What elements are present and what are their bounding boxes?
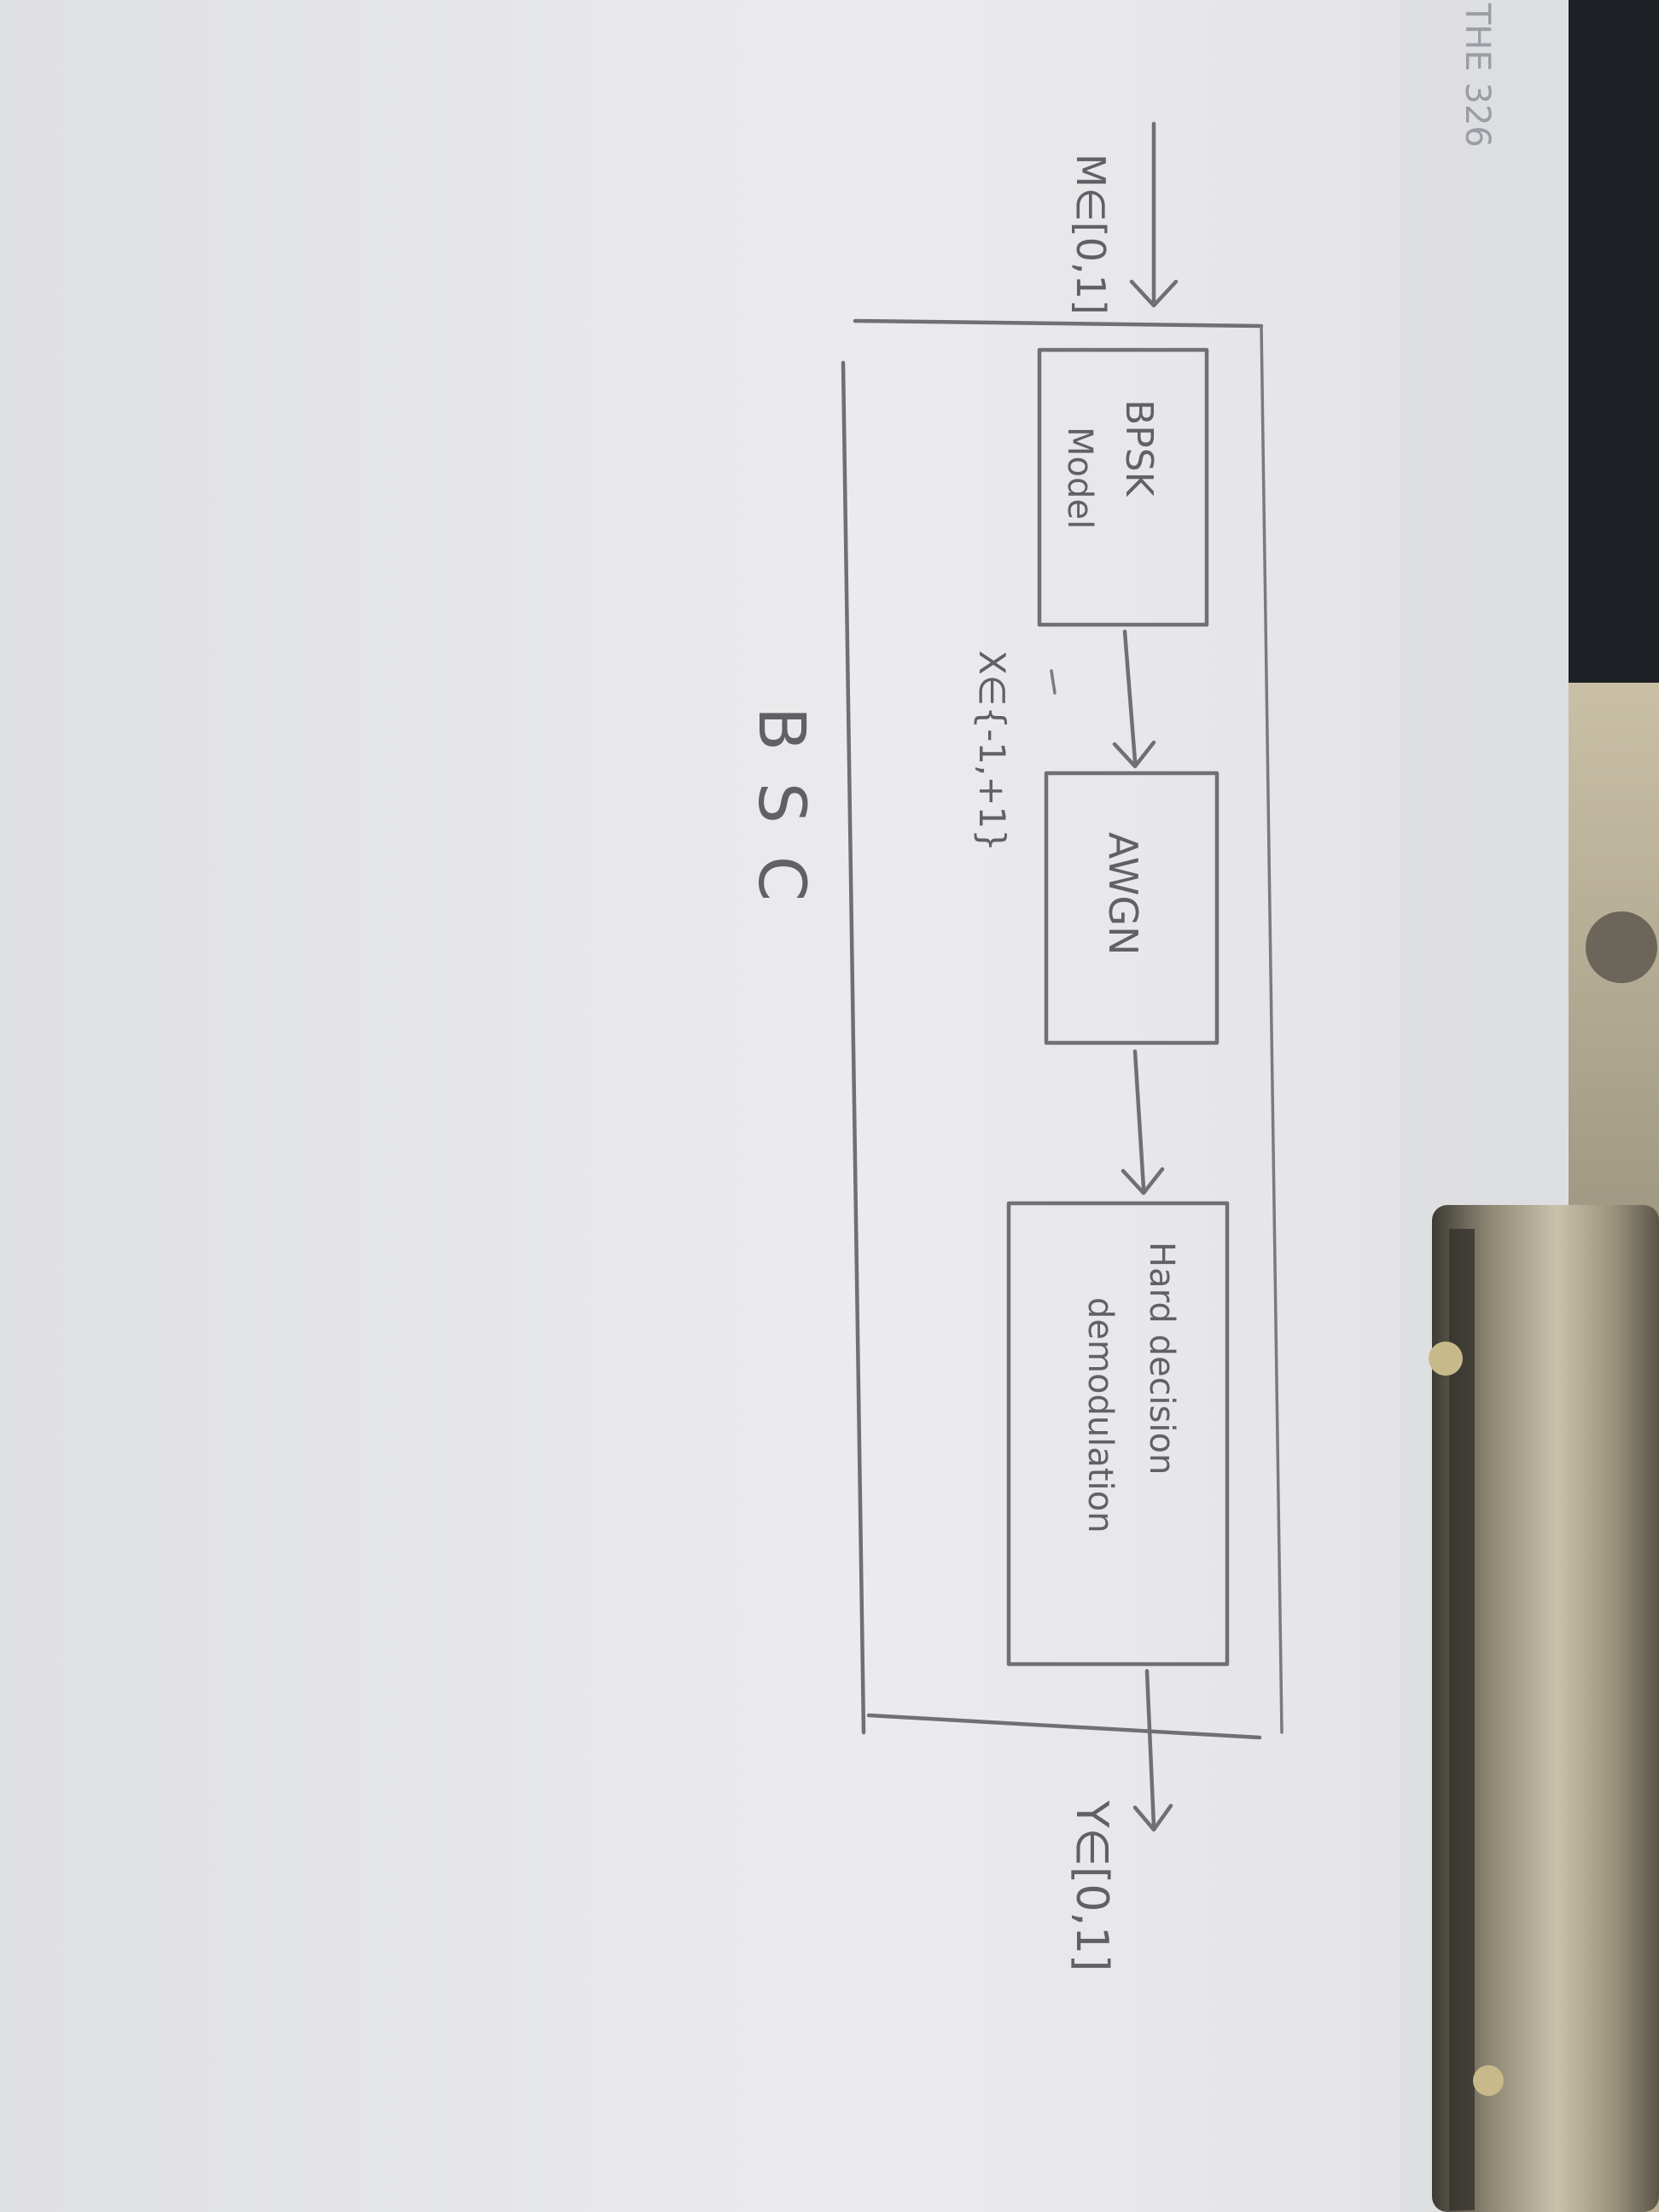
arrow-awgn-hard-shaft xyxy=(1132,1049,1146,1190)
small-tick-mark xyxy=(1050,669,1057,695)
header-partial-text: THE 326 xyxy=(1458,3,1497,148)
output-label-group: Y∈[0,1] xyxy=(1066,1800,1117,1971)
clip-edge xyxy=(1449,1229,1475,2210)
outer-box-right-edge xyxy=(1260,324,1284,1734)
block-hard-decision: Hard decision demodulation xyxy=(1006,1201,1230,1667)
output-arrow-shaft xyxy=(1144,1668,1156,1829)
block-bpsk-line2: Model xyxy=(1060,427,1099,529)
arrow-awgn-to-hard xyxy=(1121,1049,1165,1196)
input-label-group: M∈[0,1] xyxy=(1068,154,1114,315)
input-arrow-head xyxy=(1129,279,1179,308)
clip-body xyxy=(1432,1205,1659,2212)
block-awgn: AWGN xyxy=(1044,771,1220,1045)
intermediate-label: X∈{-1,+1} xyxy=(971,650,1013,852)
arrow-bpsk-awgn-shaft xyxy=(1122,629,1138,764)
block-hard-decision-box xyxy=(1006,1201,1230,1667)
block-awgn-box xyxy=(1044,771,1220,1045)
block-hard-decision-line1: Hard decision xyxy=(1142,1242,1181,1475)
header-text-group: THE 326 xyxy=(1458,3,1497,148)
input-label: M∈[0,1] xyxy=(1068,154,1114,315)
output-arrow xyxy=(1132,1668,1173,1832)
block-hard-decision-line2: demodulation xyxy=(1080,1297,1120,1533)
outer-box-top-edge xyxy=(853,318,1264,329)
outer-box-bottom-edge xyxy=(866,1713,1262,1740)
output-label: Y∈[0,1] xyxy=(1066,1800,1117,1971)
outer-box-left-edge xyxy=(841,360,866,1735)
mechanism-knob xyxy=(1586,911,1657,983)
block-bpsk-box xyxy=(1037,347,1209,627)
clip-rivet-bottom xyxy=(1473,2065,1504,2096)
intermediate-label-group: X∈{-1,+1} xyxy=(971,650,1013,852)
block-awgn-line1: AWGN xyxy=(1100,832,1146,956)
arrow-bpsk-awgn-head xyxy=(1112,740,1156,769)
arrow-bpsk-to-awgn xyxy=(1050,629,1156,769)
arrow-awgn-hard-head xyxy=(1121,1167,1165,1196)
bsc-label-group: BSC xyxy=(744,707,820,934)
bsc-label: BSC xyxy=(744,707,820,934)
input-arrow xyxy=(1129,121,1179,308)
output-arrow-head xyxy=(1132,1803,1173,1832)
bsc-outer-box xyxy=(841,318,1284,1740)
clipboard-clip xyxy=(1429,1205,1659,2212)
block-bpsk-line1: BPSK xyxy=(1117,399,1161,498)
paper-sheet xyxy=(0,0,1569,2212)
clip-rivet-top xyxy=(1429,1342,1463,1376)
block-bpsk: BPSK Model xyxy=(1037,347,1209,627)
